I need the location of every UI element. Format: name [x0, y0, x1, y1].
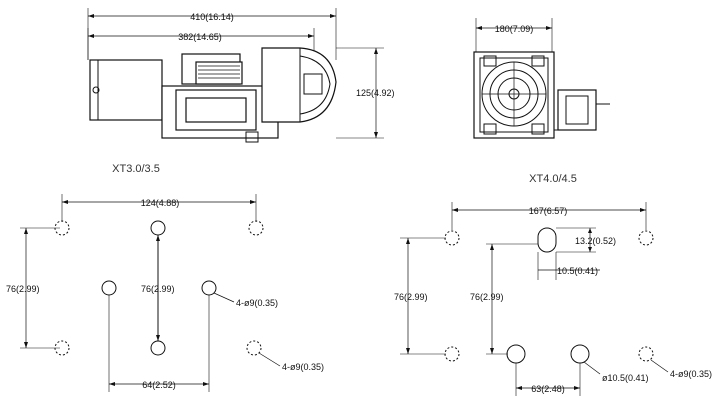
pattern-title-xt3: XT3.0/3.5	[112, 163, 160, 175]
hole-dashed	[444, 346, 460, 362]
dim-xt4-center: 76(2.99)	[470, 292, 504, 302]
hole-solid	[506, 344, 526, 364]
note-xt4-hole: ø10.5(0.41)	[602, 373, 649, 383]
winch-side-view	[87, 8, 384, 143]
rope-coil	[198, 65, 240, 79]
hole-solid	[101, 280, 117, 296]
dim-xt3-left: 76(2.99)	[6, 284, 40, 294]
hole-dashed	[444, 230, 460, 246]
slot-hole	[537, 227, 557, 253]
hole-dashed	[638, 230, 654, 246]
dim-xt3-center: 76(2.99)	[141, 284, 175, 294]
hole-solid	[570, 344, 590, 364]
hole-dashed	[54, 220, 70, 236]
dim-xt4-left: 76(2.99)	[394, 292, 428, 302]
note-xt4-holes: 4-ø9(0.35)	[670, 369, 712, 379]
hole-dashed	[54, 340, 70, 356]
dim-xt3-top: 124(4.88)	[141, 198, 180, 208]
mount-pattern-xt3	[20, 194, 281, 392]
dim-body-length: 382(14.65)	[178, 32, 222, 42]
hole-solid	[150, 220, 166, 236]
pattern-title-xt4: XT4.0/4.5	[529, 173, 577, 185]
hole-dashed	[246, 340, 262, 356]
hole-dashed	[638, 346, 654, 362]
note-xt3-holes-large: 4-ø9(0.35)	[282, 362, 324, 372]
dim-height: 125(4.92)	[356, 88, 395, 98]
dim-xt4-slot-width: 10.5(0.41)	[557, 266, 598, 276]
dim-end-width: 180(7.09)	[495, 24, 534, 34]
mount-pattern-xt4	[400, 202, 669, 396]
hole-solid	[201, 280, 217, 296]
dim-xt4-top: 167(6.57)	[529, 206, 568, 216]
winch-end-view	[473, 18, 610, 139]
dim-overall-length: 410(16.14)	[190, 12, 234, 22]
dim-xt3-bottom: 64(2.52)	[142, 380, 176, 390]
hole-solid	[150, 340, 166, 356]
note-xt3-holes-small: 4-ø9(0.35)	[236, 298, 278, 308]
dim-xt4-bottom: 63(2.48)	[531, 384, 565, 394]
dim-xt4-slot-height: 13.2(0.52)	[575, 236, 616, 246]
hole-dashed	[248, 220, 264, 236]
